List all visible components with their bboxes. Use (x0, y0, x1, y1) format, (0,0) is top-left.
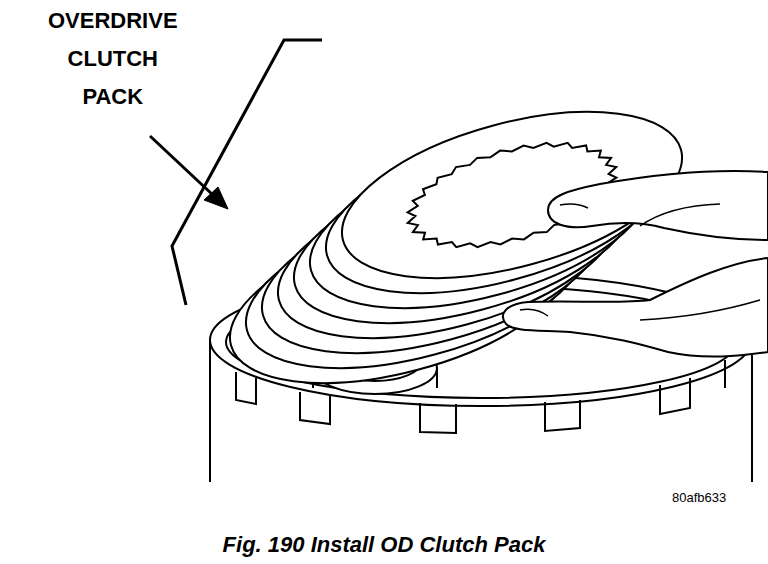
figure-caption: Fig. 190 Install OD Clutch Pack (0, 532, 768, 558)
part-label: OVERDRIVE CLUTCH PACK (48, 2, 178, 116)
figure-code: 80afb633 (672, 490, 726, 505)
